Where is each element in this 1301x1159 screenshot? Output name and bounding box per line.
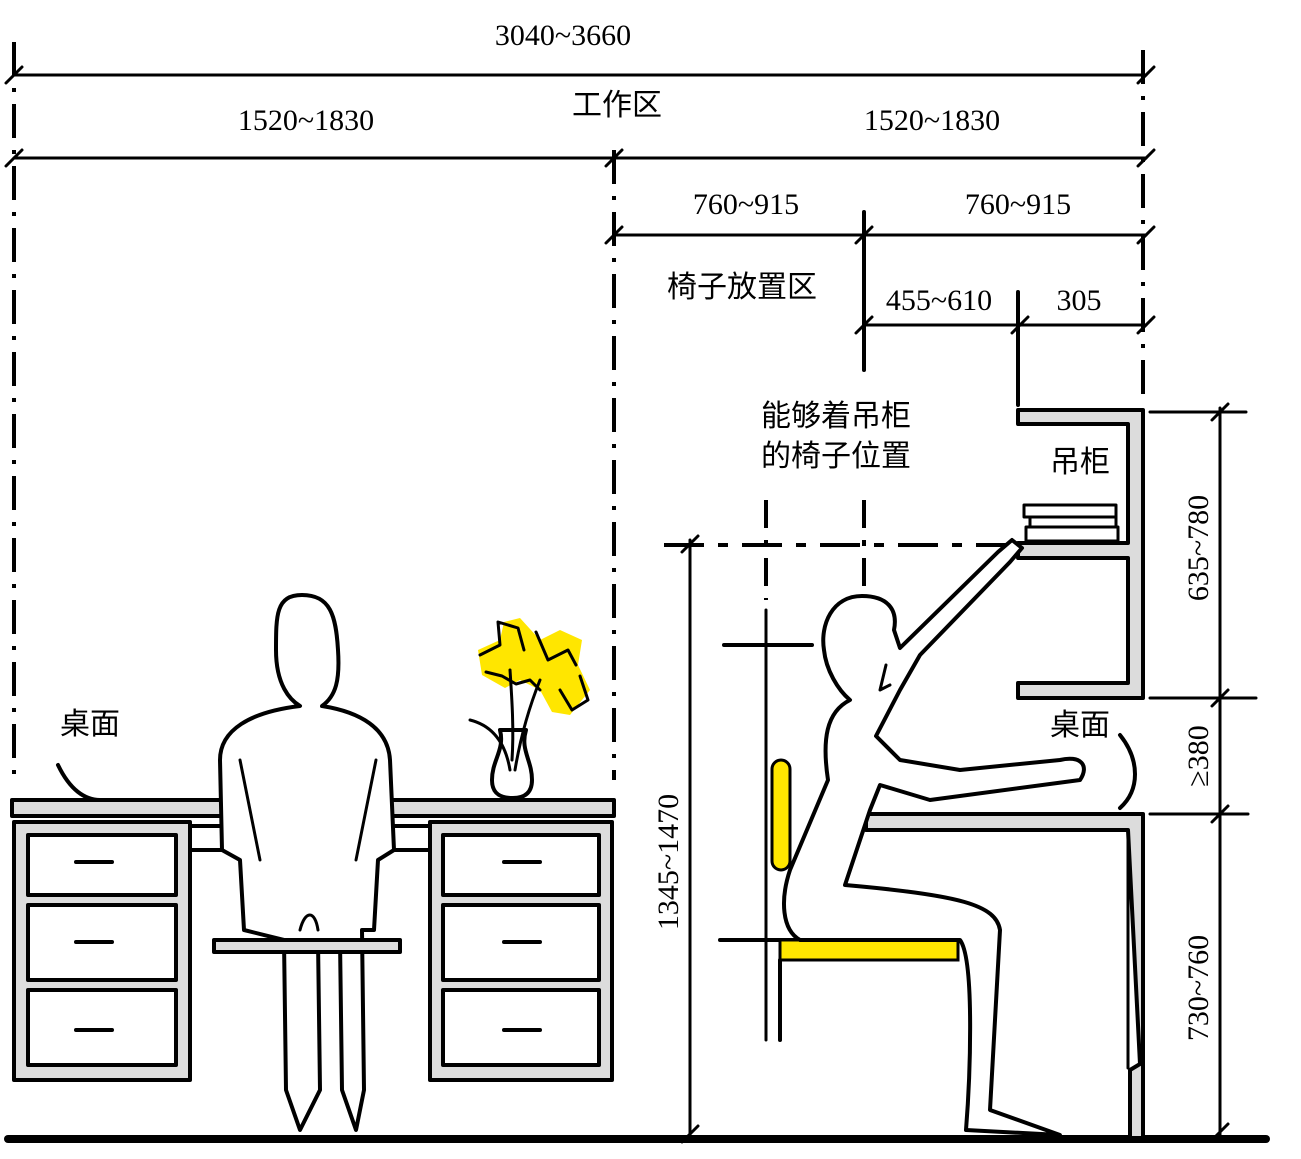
flower-vase bbox=[468, 618, 590, 800]
label-cabinet-depth: 305 bbox=[1057, 284, 1102, 317]
label-total-width: 3040~3660 bbox=[495, 19, 631, 52]
wall-cabinet bbox=[1016, 408, 1145, 700]
label-cabinet-zone-width: 760~915 bbox=[965, 188, 1071, 221]
label-left-width: 1520~1830 bbox=[238, 104, 374, 137]
seated-person-back bbox=[218, 593, 396, 1132]
label-chair-zone-width: 760~915 bbox=[693, 188, 799, 221]
reach-height-dimension bbox=[664, 500, 1008, 1144]
label-reach-width: 455~610 bbox=[886, 284, 992, 317]
right-chair bbox=[770, 758, 960, 1042]
label-desktop-left: 桌面 bbox=[60, 707, 120, 742]
dimension-lines bbox=[4, 42, 1156, 780]
right-desk bbox=[864, 812, 1145, 1140]
label-right-width: 1520~1830 bbox=[864, 104, 1000, 137]
label-wall-cabinet: 吊柜 bbox=[1050, 445, 1110, 480]
label-chair-position-2: 的椅子位置 bbox=[761, 439, 911, 474]
right-vertical-dimensions bbox=[1148, 402, 1258, 1142]
label-chair-position-1: 能够着吊柜 bbox=[761, 399, 911, 434]
label-reach-height: 1345~1470 bbox=[652, 794, 685, 930]
text-labels: 3040~3660 工作区 1520~1830 1520~1830 760~91… bbox=[60, 19, 1215, 1041]
label-chair-zone: 椅子放置区 bbox=[667, 270, 817, 305]
label-desktop-right: 桌面 bbox=[1050, 708, 1110, 743]
label-desk-height: 730~760 bbox=[1182, 935, 1215, 1041]
label-cabinet-height: 635~780 bbox=[1182, 495, 1215, 601]
left-stool bbox=[212, 938, 402, 954]
label-clearance: ≥380 bbox=[1182, 725, 1215, 786]
label-work-zone: 工作区 bbox=[572, 88, 662, 123]
seated-person-reaching bbox=[56, 538, 1137, 1137]
